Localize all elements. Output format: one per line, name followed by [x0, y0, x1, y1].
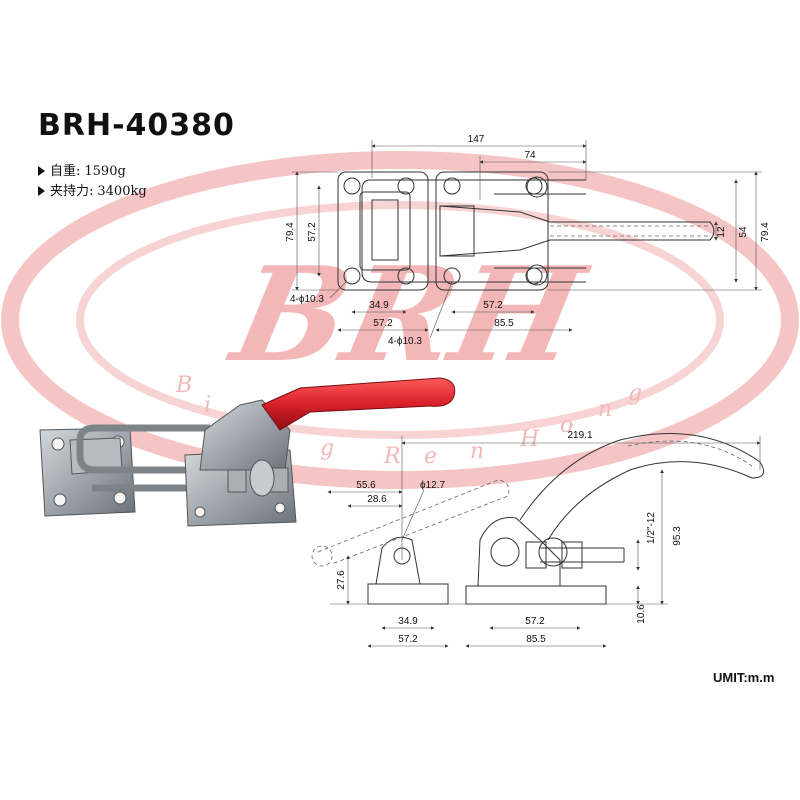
leader-line	[329, 281, 347, 299]
leader-line	[401, 489, 425, 541]
watermark-outer-ring	[1, 151, 799, 489]
plate-hole	[397, 267, 415, 285]
plate-hole	[343, 267, 361, 285]
spec-value: 3400kg	[97, 184, 147, 199]
dim-label: 10.6	[636, 604, 647, 624]
dim-label: 57.2	[483, 300, 503, 311]
nut-outline	[526, 264, 548, 286]
dim-label: 85.5	[526, 634, 546, 645]
watermark-letter: g	[320, 436, 334, 461]
left-hook-outline	[359, 191, 411, 271]
model-title: BRH-40380	[38, 108, 235, 143]
watermark-letter: R	[383, 444, 401, 469]
leader-line	[429, 281, 453, 339]
plate-hole	[443, 177, 461, 195]
hook-outline	[375, 536, 421, 585]
open-end-dashed	[311, 545, 333, 567]
spec-value: 1590g	[84, 164, 126, 179]
spec-weight: 自重:1590g	[38, 160, 126, 179]
pivot-circle	[538, 537, 568, 567]
watermark-logo: BRH	[217, 239, 598, 391]
mount-hole	[274, 502, 286, 514]
watermark-letter: H	[519, 427, 540, 452]
watermark-inner-ring	[76, 201, 724, 439]
nut-side	[561, 541, 583, 569]
dim-label: 57.2	[307, 222, 318, 242]
pivot-pin	[249, 459, 275, 497]
mount-hole	[51, 437, 65, 451]
watermark-letter: o	[560, 413, 573, 438]
dim-label: 28.6	[367, 494, 387, 505]
lever-curve	[519, 433, 765, 541]
dim-label: 4-ϕ10.3	[290, 294, 324, 305]
watermark-letter: g	[628, 381, 642, 406]
watermark-letter: B	[175, 373, 192, 398]
watermark-letter: n	[598, 397, 612, 422]
watermark-letter: n	[470, 439, 484, 464]
dim-label: 57.2	[525, 616, 545, 627]
dim-label: 219.1	[567, 430, 592, 441]
bullet-arrow-icon	[38, 186, 45, 196]
dim-label: 57.2	[398, 634, 418, 645]
dim-label: 1/2"-12	[646, 512, 657, 544]
dim-label: 27.6	[336, 570, 347, 590]
body-outline	[477, 516, 561, 587]
u-bolt	[76, 424, 250, 474]
dim-label: 4-ϕ10.3	[388, 336, 422, 347]
dim-label: 34.9	[398, 616, 418, 627]
side-view-drawing: 219.1 55.6 28.6 ϕ12.7 1/2"-12 95.3 27.6 …	[311, 430, 765, 648]
plate-hole	[343, 177, 361, 195]
base-left	[367, 583, 449, 605]
lever-clevis	[439, 205, 475, 257]
dim-label: 12	[716, 226, 727, 238]
left-plate-outline	[337, 171, 429, 291]
red-handle	[261, 377, 456, 431]
bullet-arrow-icon	[38, 166, 45, 176]
dim-label: 55.6	[356, 480, 376, 491]
dim-label: ϕ12.7	[420, 480, 446, 491]
dim-label: 95.3	[672, 526, 683, 546]
dim-label: 74	[524, 150, 536, 161]
nut-outline	[526, 176, 548, 198]
spec-label: 自重:	[50, 164, 81, 179]
base-right	[465, 585, 607, 605]
plate-hole	[397, 177, 415, 195]
watermark-letter: e	[424, 444, 437, 469]
mount-hole	[53, 493, 67, 507]
u-bolt-loop	[361, 179, 494, 283]
dim-label: 34.9	[369, 300, 389, 311]
mount-hole	[113, 491, 127, 505]
dim-label: 147	[468, 134, 485, 145]
dim-label: 79.4	[760, 222, 771, 242]
plate-hole	[443, 267, 461, 285]
pivot-circle	[490, 537, 520, 567]
dim-label: 57.2	[373, 318, 393, 329]
lever-grip-dash	[550, 225, 708, 237]
lever-body	[439, 205, 715, 257]
open-lever-dashed	[317, 479, 510, 565]
mount-hole	[194, 506, 206, 518]
dim-label: 85.5	[494, 318, 514, 329]
product-photo	[39, 377, 456, 527]
hex-nut	[227, 469, 247, 493]
left-hook-slot	[371, 199, 399, 261]
dim-label: 54	[738, 226, 749, 238]
dim-label: 79.4	[285, 222, 296, 242]
nut-side	[525, 541, 547, 569]
unit-note: UMIT:m.m	[713, 670, 775, 685]
top-view-drawing: 147 74 79.4 57.2 79.4 54 12 4-ϕ10.3 4-ϕ1…	[285, 134, 771, 347]
spec-label: 夹持力:	[50, 184, 94, 199]
right-plate-outline	[435, 171, 549, 291]
watermark-letter: i	[204, 393, 211, 418]
u-bolt-rod	[494, 179, 586, 283]
spec-force: 夹持力:3400kg	[38, 180, 147, 199]
